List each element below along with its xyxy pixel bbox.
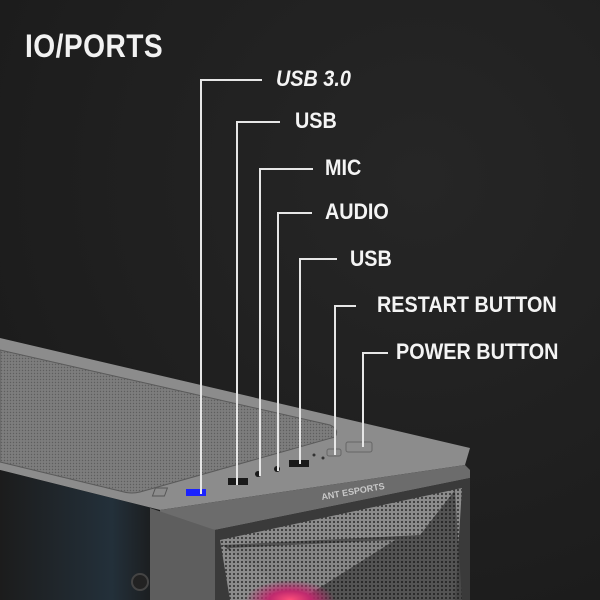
callout-restart-button: RESTART BUTTON — [377, 292, 557, 317]
usb3-port — [186, 489, 206, 496]
callout-usb3: USB 3.0 — [276, 66, 351, 91]
leader-line-audio — [277, 212, 312, 471]
callout-usb-2: USB — [350, 246, 392, 271]
leader-line-power — [362, 352, 388, 447]
leader-line-usb-1 — [236, 121, 280, 485]
callout-mic: MIC — [325, 155, 362, 180]
usb-port-1 — [228, 478, 248, 485]
callout-power-button: POWER BUTTON — [396, 339, 559, 364]
led-button — [151, 487, 169, 497]
leader-line-mic — [259, 168, 313, 476]
leader-line-usb3 — [200, 79, 262, 494]
thumbscrew — [131, 573, 149, 591]
leader-line-usb-2 — [299, 258, 337, 464]
callout-audio: AUDIO — [325, 199, 389, 224]
callout-usb-1: USB — [295, 108, 337, 133]
rgb-glow — [245, 580, 335, 600]
leader-line-restart — [334, 305, 356, 455]
page-title: IO/PORTS — [25, 28, 164, 64]
front-io-strip — [160, 465, 470, 530]
side-glass-panel — [0, 470, 160, 600]
power-button — [345, 441, 373, 453]
